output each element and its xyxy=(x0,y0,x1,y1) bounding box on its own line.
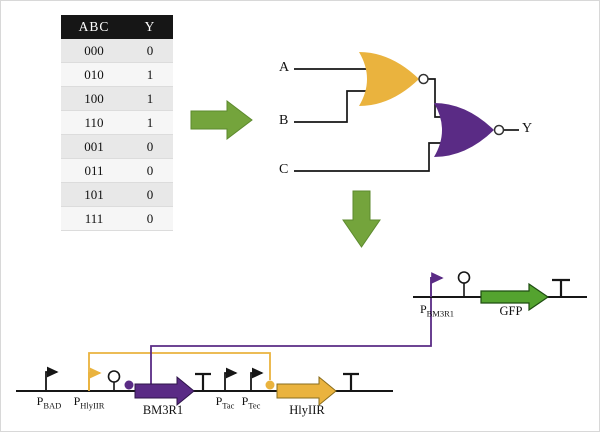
gene-gfp-label: GFP xyxy=(499,304,523,318)
promoter-pbad xyxy=(45,366,59,391)
phlyiir-base: P xyxy=(73,394,81,408)
cell-abc: 100 xyxy=(61,86,127,111)
output-y-label: Y xyxy=(522,121,533,136)
input-a-label: A xyxy=(279,60,290,75)
operator-dot-purple xyxy=(124,380,134,390)
promoter-ptec-label: PTec xyxy=(233,395,269,410)
nor-gate-2-bubble xyxy=(493,124,505,136)
nor-gate-1 xyxy=(359,52,419,106)
cell-y: 0 xyxy=(127,158,173,183)
pbm3r1-sub: BM3R1 xyxy=(426,308,455,319)
cell-y: 0 xyxy=(127,206,173,231)
input-b-label: B xyxy=(279,113,289,128)
pbad-base: P xyxy=(36,394,44,408)
gene-gfp-arrow xyxy=(480,282,550,312)
truth-table-header-row: ABC Y xyxy=(61,15,173,39)
cell-abc: 000 xyxy=(61,39,127,63)
promoter-ptac-label: PTac xyxy=(207,395,243,410)
cell-y: 0 xyxy=(127,134,173,159)
ptac-sub: Tac xyxy=(222,400,235,411)
pbm3r1-base: P xyxy=(419,302,427,316)
input-c-label: C xyxy=(279,162,289,177)
terminator-mid xyxy=(195,372,211,391)
promoter-ptec xyxy=(250,367,264,391)
cell-abc: 001 xyxy=(61,134,127,159)
wire-input-c xyxy=(294,142,446,172)
promoter-pbad-label: PBAD xyxy=(29,395,69,410)
cell-y: 1 xyxy=(127,86,173,111)
gene-bm3r1-arrow xyxy=(134,375,195,407)
nor-gate-2-body xyxy=(434,103,494,157)
ptec-base: P xyxy=(241,394,249,408)
cell-abc: 010 xyxy=(61,62,127,87)
nor-gate-1-bubble xyxy=(418,73,429,85)
arrow-down-icon xyxy=(342,190,381,248)
cell-y: 1 xyxy=(127,110,173,135)
nor-gate-1-body xyxy=(359,52,419,106)
terminator-end xyxy=(343,372,359,391)
cell-y: 1 xyxy=(127,62,173,87)
operator-dot-yellow xyxy=(265,380,275,390)
cell-y: 0 xyxy=(127,39,173,63)
rbs-icon-lower1 xyxy=(107,370,121,383)
signal-wire-bm3r1 xyxy=(150,297,432,384)
promoter-phlyiir-label: PHlyIIR xyxy=(63,395,115,410)
phlyiir-sub: HlyIIR xyxy=(80,400,105,411)
promoter-ptac xyxy=(224,367,238,391)
gene-hlyiir-label: HlyIIR xyxy=(289,403,325,417)
nor-gate-2 xyxy=(434,103,494,157)
truth-table-header-abc: ABC xyxy=(61,15,127,39)
cell-abc: 011 xyxy=(61,158,127,183)
wire-input-b xyxy=(294,90,371,123)
promoter-pbm3r1-label: PBM3R1 xyxy=(409,303,465,318)
cell-abc: 110 xyxy=(61,110,127,135)
ptac-base: P xyxy=(215,394,223,408)
arrow-right-icon xyxy=(190,99,253,141)
pbad-sub: BAD xyxy=(43,400,62,411)
signal-wire-hlyiir xyxy=(88,352,271,391)
cell-abc: 101 xyxy=(61,182,127,207)
rbs-icon-upper xyxy=(457,271,471,284)
terminator-upper xyxy=(552,278,570,297)
truth-table-header-y: Y xyxy=(127,15,173,39)
ptec-sub: Tec xyxy=(248,400,261,411)
promoter-pbm3r1 xyxy=(430,272,444,297)
cell-y: 0 xyxy=(127,182,173,207)
gene-hlyiir-arrow xyxy=(276,375,337,407)
gene-bm3r1-label: BM3R1 xyxy=(142,403,184,417)
promoter-phlyiir xyxy=(88,367,102,391)
cell-abc: 111 xyxy=(61,206,127,231)
